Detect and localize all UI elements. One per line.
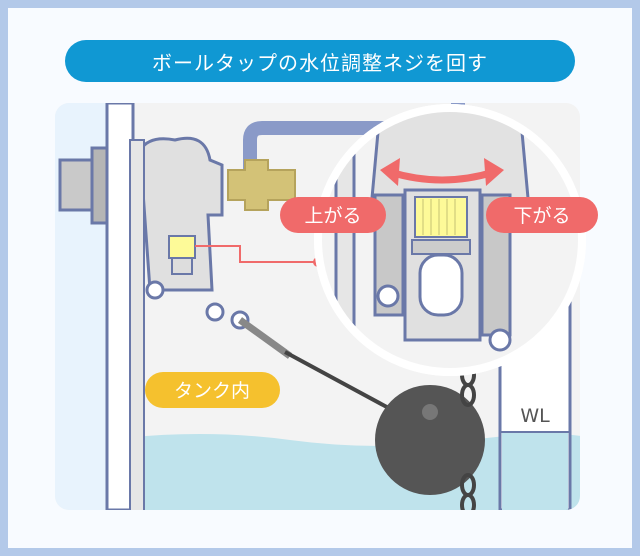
rotate-arrow-icon [388, 168, 496, 184]
overflow-water [502, 432, 568, 510]
float-ball [375, 385, 485, 495]
pivot-pin [145, 280, 165, 300]
label-raise-text: 上がる [304, 205, 361, 227]
diagram-title: ボールタップの水位調整ネジを回す [65, 40, 575, 82]
pivot-pin [205, 302, 225, 322]
label-raise: 上がる [280, 197, 386, 233]
adjust-screw-small [168, 235, 196, 259]
valve-stem [129, 139, 145, 510]
inlet-flange [90, 146, 109, 225]
magnified-view [314, 104, 586, 376]
screw-spring-small [171, 257, 193, 275]
label-lower-text: 下がる [513, 205, 570, 227]
arrow-head-right-icon [484, 158, 504, 186]
valve-body [138, 136, 224, 292]
arrow-head-left-icon [380, 158, 400, 186]
label-lower: 下がる [486, 197, 598, 233]
label-tank-inside: タンク内 [145, 372, 280, 408]
label-tank-inside-text: タンク内 [174, 380, 250, 402]
water-level-label: WL [520, 405, 550, 427]
float-arm-joint [237, 317, 293, 359]
float-highlight [422, 404, 438, 420]
leader-line [195, 245, 316, 263]
